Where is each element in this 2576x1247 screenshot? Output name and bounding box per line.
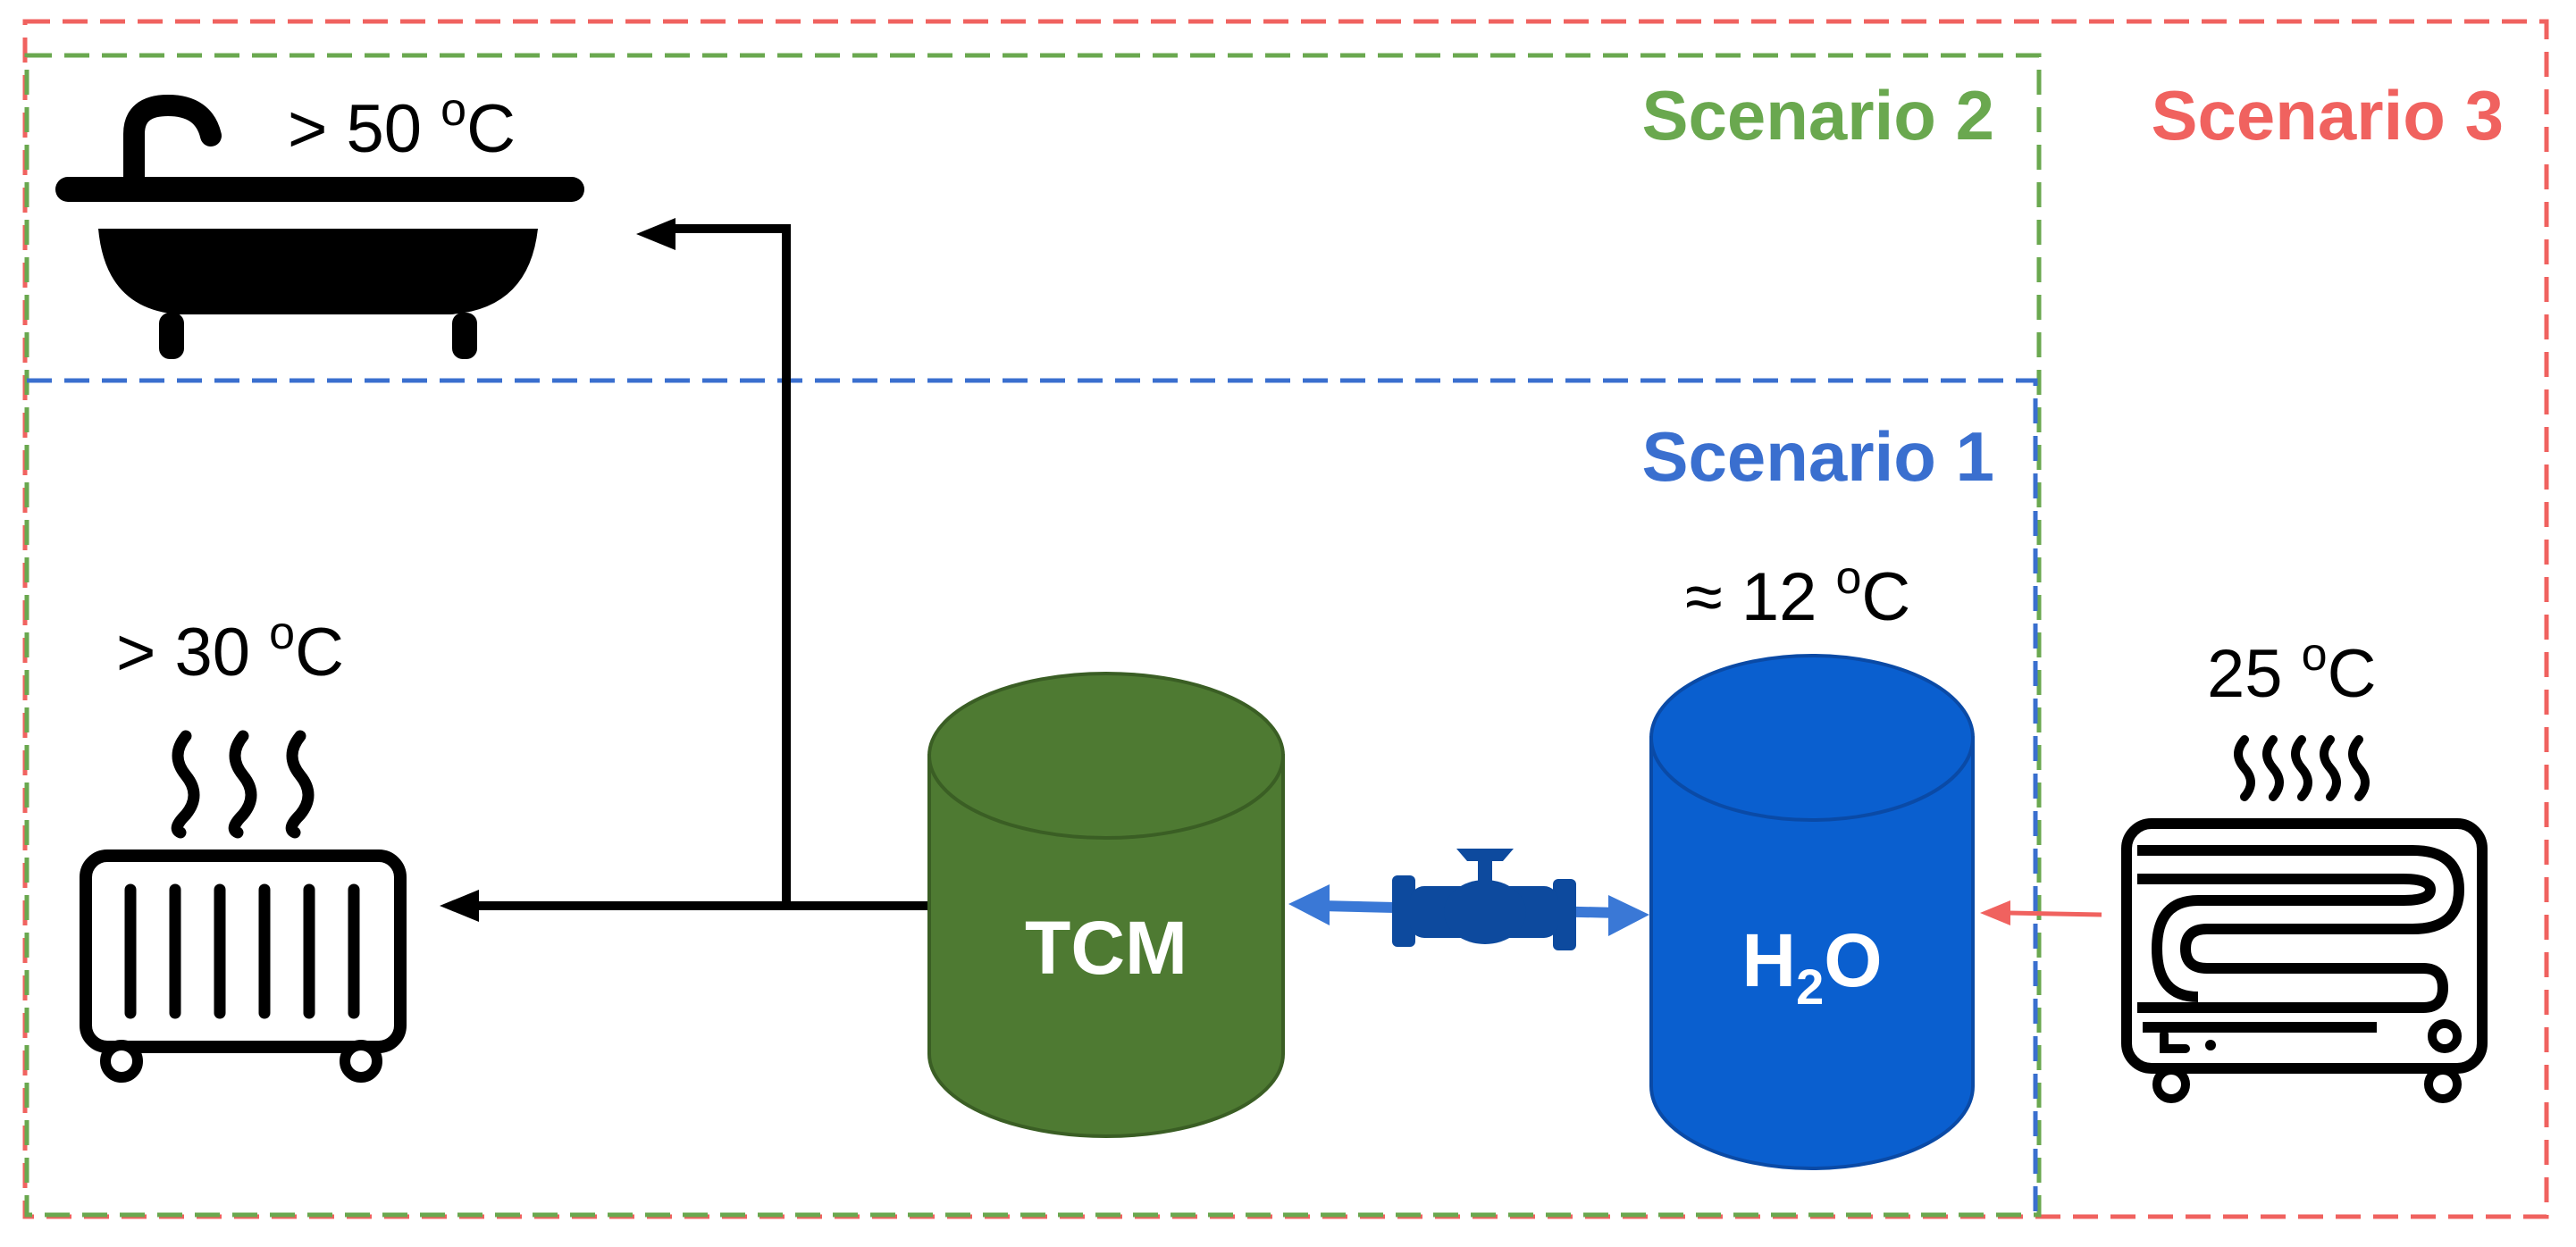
radiator-heat-waves-icon: [171, 730, 315, 839]
heat-source-unit-icon: [2121, 818, 2488, 1103]
scenario-2-label: Scenario 2: [1641, 76, 1994, 155]
radiator-temperature: > 30 oC: [116, 607, 344, 690]
tcm-tank: [927, 672, 1285, 1138]
scenario-2-boundary: [24, 53, 2042, 1218]
heat-distribution-lines: [440, 218, 929, 922]
tcm-label: TCM: [1025, 906, 1187, 990]
scenario-3-label: Scenario 3: [2151, 76, 2504, 155]
bath-temperature: > 50 oC: [288, 84, 516, 167]
heat-source-temperature: 25 oC: [2207, 629, 2376, 712]
scenario-1-label: Scenario 1: [1641, 417, 1994, 496]
valve-icon: [1392, 849, 1576, 950]
heat-input-arrow: [1980, 900, 2102, 925]
bathtub-icon: [55, 94, 584, 359]
radiator-icon: [80, 849, 407, 1083]
heat-source-heat-waves-icon: [2234, 735, 2370, 801]
water-label: H2O: [1741, 918, 1882, 1015]
water-tank: [1649, 654, 1975, 1170]
water-temperature: ≈ 12 oC: [1685, 552, 1910, 635]
scenario-1-boundary: [27, 378, 2038, 1213]
